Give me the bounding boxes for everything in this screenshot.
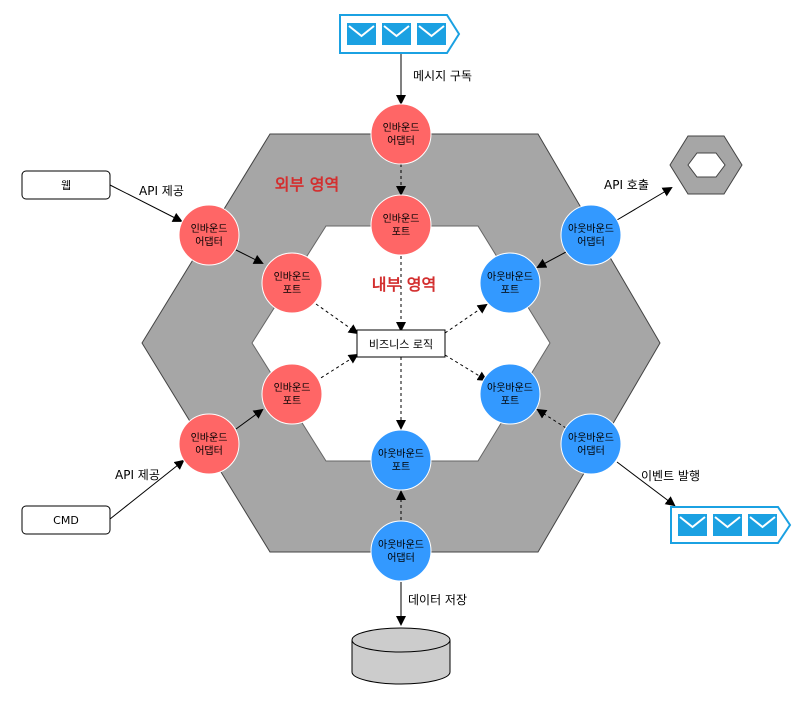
node-label: 어댑터 — [195, 236, 223, 248]
inbound-port-left-top: 인바운드 포트 — [261, 252, 323, 314]
edge-right-bottom-adapter-to-queue — [616, 461, 676, 507]
database-cylinder — [351, 627, 451, 685]
message-queue-top — [339, 14, 461, 54]
envelope-icon — [748, 514, 777, 536]
node-label: 어댑터 — [195, 445, 223, 457]
node-label: 어댑터 — [577, 445, 605, 457]
business-logic-label: 비즈니스 로직 — [369, 338, 433, 351]
envelope-icon — [713, 514, 742, 536]
envelope-icon — [347, 23, 376, 45]
outbound-port-right-top: 아웃바운드 포트 — [479, 252, 541, 314]
edge-label-subscribe: 메시지 구독 — [413, 69, 472, 83]
outbound-adapter-bottom: 아웃바운드 어댑터 — [370, 520, 432, 582]
inbound-port-left-bottom: 인바운드 포트 — [261, 363, 323, 425]
external-system-hexagon-icon — [669, 135, 743, 195]
node-label: 어댑터 — [577, 236, 605, 248]
edge-label-data-store: 데이터 저장 — [408, 593, 467, 607]
edge-label-api-provide-bottom: API 제공 — [115, 468, 160, 482]
node-label: 아웃바운드 — [487, 382, 533, 394]
node-label: 어댑터 — [387, 135, 415, 147]
outbound-adapter-right-top: 아웃바운드 어댑터 — [560, 204, 622, 266]
envelope-icon — [382, 23, 411, 45]
node-label: 포트 — [501, 285, 519, 296]
edge-label-api-provide-top: API 제공 — [139, 184, 184, 198]
inbound-adapter-left-bottom: 인바운드 어댑터 — [178, 413, 240, 475]
inbound-adapter-top: 인바운드 어댑터 — [370, 103, 432, 165]
edge-left-top-adapter-to-port — [235, 249, 264, 264]
envelope-icon — [678, 514, 707, 536]
edge-cmd-to-left-bottom-adapter — [109, 459, 185, 520]
edge-left-bottom-port-to-core — [315, 353, 359, 382]
edge-label-api-call: API 호출 — [604, 178, 649, 192]
edge-right-top-adapter-to-port — [536, 251, 567, 268]
node-label: 아웃바운드 — [568, 223, 614, 235]
edge-right-top-adapter-to-external — [616, 186, 673, 221]
node-label: 인바운드 — [191, 223, 228, 235]
node-label: 포트 — [283, 285, 301, 296]
edge-core-to-right-top-port — [444, 303, 488, 334]
outbound-port-right-bottom: 아웃바운드 포트 — [479, 363, 541, 425]
node-label: 인바운드 — [383, 213, 420, 225]
web-client-label: 웹 — [61, 179, 71, 192]
edge-web-to-left-top-adapter — [109, 184, 183, 222]
cmd-client-box: CMD — [21, 505, 111, 535]
node-label: 포트 — [283, 396, 301, 407]
outbound-port-bottom: 아웃바운드 포트 — [370, 429, 432, 491]
node-label: 인바운드 — [274, 271, 311, 283]
message-queue-bottom-right — [670, 506, 792, 544]
outer-zone-label: 외부 영역 — [275, 175, 339, 194]
envelope-icon — [417, 23, 446, 45]
inner-zone-label: 내부 영역 — [372, 275, 436, 294]
edge-core-to-right-bottom-port — [444, 354, 488, 382]
outbound-adapter-right-bottom: 아웃바운드 어댑터 — [560, 413, 622, 475]
edge-label-event-publish: 이벤트 발행 — [641, 468, 700, 483]
edge-left-top-port-to-core — [315, 303, 359, 335]
node-label: 포트 — [392, 227, 410, 238]
business-logic-box: 비즈니스 로직 — [356, 329, 446, 358]
node-label: 어댑터 — [387, 552, 415, 564]
node-label: 아웃바운드 — [378, 539, 424, 551]
inbound-port-top: 인바운드 포트 — [370, 194, 432, 256]
node-label: 포트 — [392, 462, 410, 473]
cmd-client-label: CMD — [53, 514, 79, 527]
edge-left-bottom-adapter-to-port — [235, 408, 264, 430]
web-client-box: 웹 — [21, 170, 111, 200]
node-label: 아웃바운드 — [378, 448, 424, 460]
node-label: 아웃바운드 — [487, 271, 533, 283]
inbound-adapter-left-top: 인바운드 어댑터 — [178, 204, 240, 266]
node-label: 인바운드 — [274, 382, 311, 394]
node-label: 인바운드 — [191, 432, 228, 444]
node-label: 아웃바운드 — [568, 432, 614, 444]
node-label: 인바운드 — [383, 122, 420, 134]
node-label: 포트 — [501, 396, 519, 407]
